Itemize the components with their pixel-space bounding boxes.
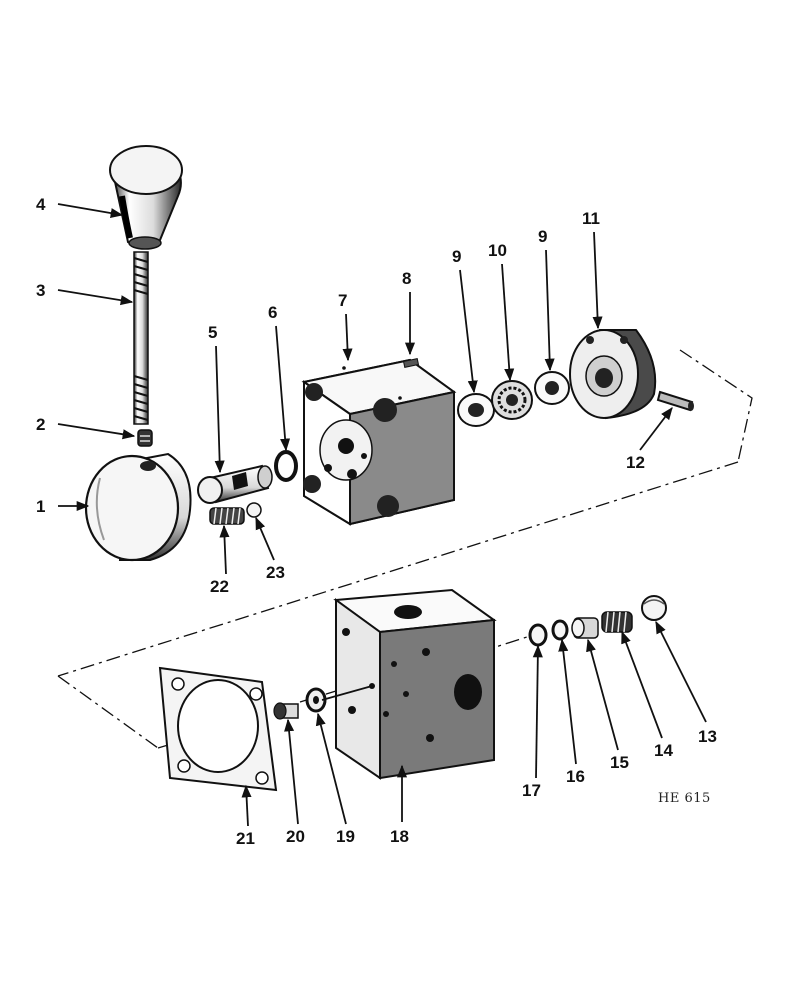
callout-15: 15 bbox=[610, 753, 629, 772]
end-cap-part-11 bbox=[569, 329, 657, 420]
valve-body-part-18 bbox=[333, 588, 497, 780]
callout-18: 18 bbox=[390, 827, 409, 846]
leader-lines bbox=[57, 203, 707, 827]
callout-16: 16 bbox=[566, 767, 585, 786]
callout-12: 12 bbox=[626, 453, 645, 472]
callout-22: 22 bbox=[210, 577, 229, 596]
callout-labels: 4 3 2 1 5 6 7 8 9 10 9 11 12 22 23 13 14… bbox=[36, 195, 717, 848]
callout-3: 3 bbox=[36, 281, 45, 300]
set-screw-part-2 bbox=[137, 429, 153, 447]
callout-19: 19 bbox=[336, 827, 355, 846]
pin-part-8 bbox=[402, 358, 420, 368]
washer-part-9b bbox=[534, 371, 570, 405]
ball-part-23 bbox=[246, 502, 262, 518]
callout-23: 23 bbox=[266, 563, 285, 582]
drawing-code: HE 615 bbox=[658, 791, 711, 806]
poppet-part-15 bbox=[571, 617, 599, 639]
callout-21: 21 bbox=[236, 829, 255, 848]
ring-part-16 bbox=[551, 619, 569, 641]
spring-part-22 bbox=[209, 507, 245, 525]
callout-9b: 9 bbox=[538, 227, 547, 246]
callout-4: 4 bbox=[36, 195, 46, 214]
callout-7: 7 bbox=[338, 291, 347, 310]
shaft-part-5 bbox=[197, 464, 273, 504]
rod-part-3 bbox=[133, 251, 149, 425]
gasket-part-21 bbox=[158, 666, 278, 792]
spring-part-14 bbox=[601, 611, 633, 633]
seal-ring-part-17 bbox=[528, 623, 548, 647]
washer-part-9a bbox=[457, 393, 495, 427]
callout-8: 8 bbox=[402, 269, 411, 288]
dowel-part-12 bbox=[656, 390, 694, 412]
callout-5: 5 bbox=[208, 323, 217, 342]
o-ring-part-6 bbox=[274, 450, 298, 482]
housing-part-7 bbox=[301, 358, 457, 526]
callout-20: 20 bbox=[286, 827, 305, 846]
plug-part-20 bbox=[273, 702, 299, 720]
callout-6: 6 bbox=[268, 303, 277, 322]
knob-part-4 bbox=[109, 145, 183, 250]
callout-13: 13 bbox=[698, 727, 717, 746]
plug-part-13 bbox=[641, 595, 667, 621]
callout-11: 11 bbox=[582, 209, 600, 228]
callout-17: 17 bbox=[522, 781, 541, 800]
callout-10: 10 bbox=[488, 241, 507, 260]
callout-9a: 9 bbox=[452, 247, 461, 266]
callout-14: 14 bbox=[654, 741, 673, 760]
callout-2: 2 bbox=[36, 415, 45, 434]
bearing-part-10 bbox=[491, 380, 533, 420]
callout-1: 1 bbox=[36, 497, 45, 516]
hub-part-1 bbox=[84, 452, 192, 562]
